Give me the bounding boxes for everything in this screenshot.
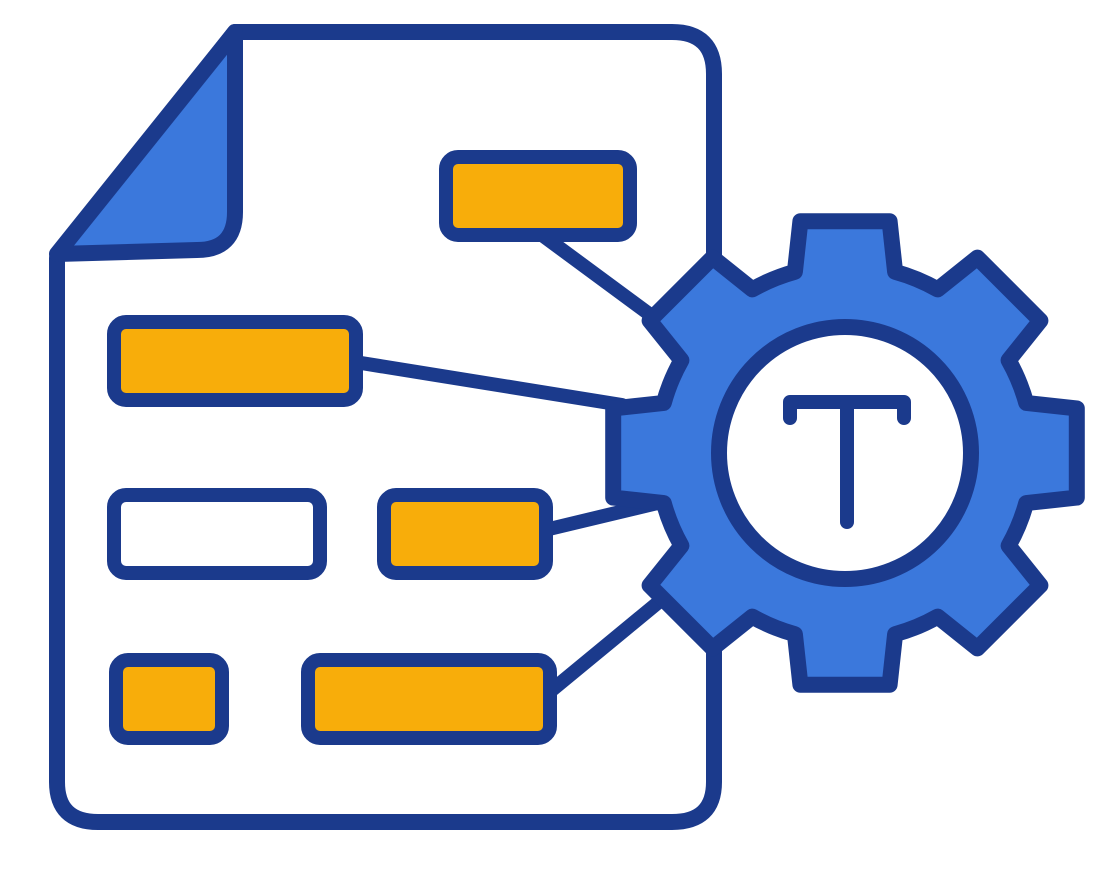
field-top-right xyxy=(439,150,637,242)
connector-line xyxy=(531,225,667,329)
text-t-icon xyxy=(783,395,911,529)
field-row1 xyxy=(107,315,363,407)
field-row3-small xyxy=(109,653,229,745)
field-row3-wide xyxy=(301,653,557,745)
connector-line xyxy=(348,355,629,412)
document-fields xyxy=(107,150,637,745)
field-row2-right xyxy=(377,488,553,580)
field-row2-left xyxy=(107,488,327,580)
connector-line xyxy=(545,589,673,697)
document-fold-icon xyxy=(49,24,243,262)
